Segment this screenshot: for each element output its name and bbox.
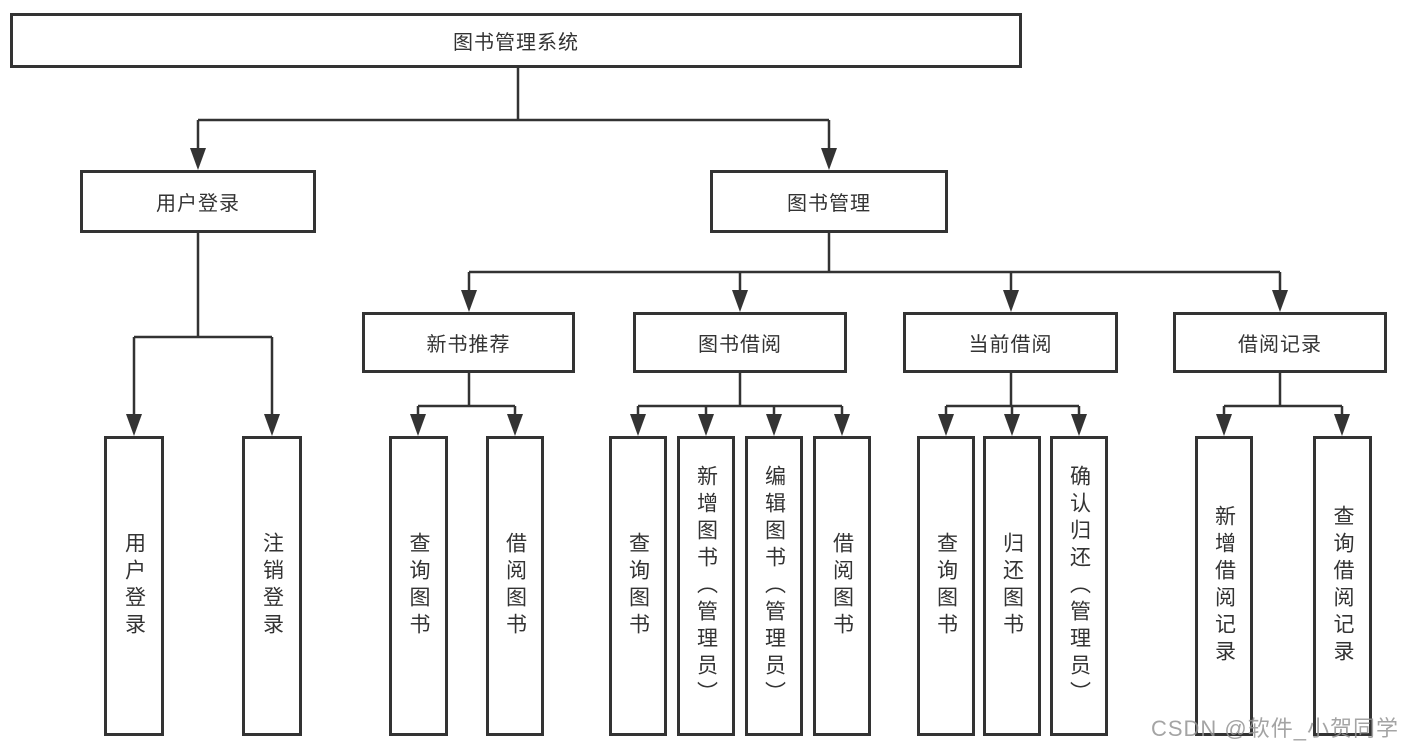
- leaf-borrow-books: 借阅图书: [813, 436, 871, 736]
- leaf-borrow-books-recommend: 借阅图书: [486, 436, 544, 736]
- leaf-add-book-admin: 新增图书（管理员）: [677, 436, 735, 736]
- leaf-add-borrow-record: 新增借阅记录: [1195, 436, 1253, 736]
- leaf-query-books-current: 查询图书: [917, 436, 975, 736]
- node-borrow-records: 借阅记录: [1173, 312, 1387, 373]
- arrowhead-icons: [126, 148, 1350, 436]
- leaf-query-borrow-record: 查询借阅记录: [1313, 436, 1372, 736]
- leaf-user-login: 用户登录: [104, 436, 164, 736]
- node-library-management-system: 图书管理系统: [10, 13, 1022, 68]
- csdn-watermark: CSDN @软件_小贺同学: [1150, 716, 1399, 741]
- leaf-edit-book-admin: 编辑图书（管理员）: [745, 436, 803, 736]
- node-new-book-recommend: 新书推荐: [362, 312, 575, 373]
- leaf-return-books: 归还图书: [983, 436, 1041, 736]
- node-current-borrow: 当前借阅: [903, 312, 1118, 373]
- node-book-management: 图书管理: [710, 170, 948, 233]
- leaf-query-books-borrow: 查询图书: [609, 436, 667, 736]
- leaf-query-books-recommend: 查询图书: [389, 436, 448, 736]
- leaf-confirm-return-admin: 确认归还（管理员）: [1050, 436, 1108, 736]
- node-user-login: 用户登录: [80, 170, 316, 233]
- leaf-logout: 注销登录: [242, 436, 302, 736]
- node-book-borrow: 图书借阅: [633, 312, 847, 373]
